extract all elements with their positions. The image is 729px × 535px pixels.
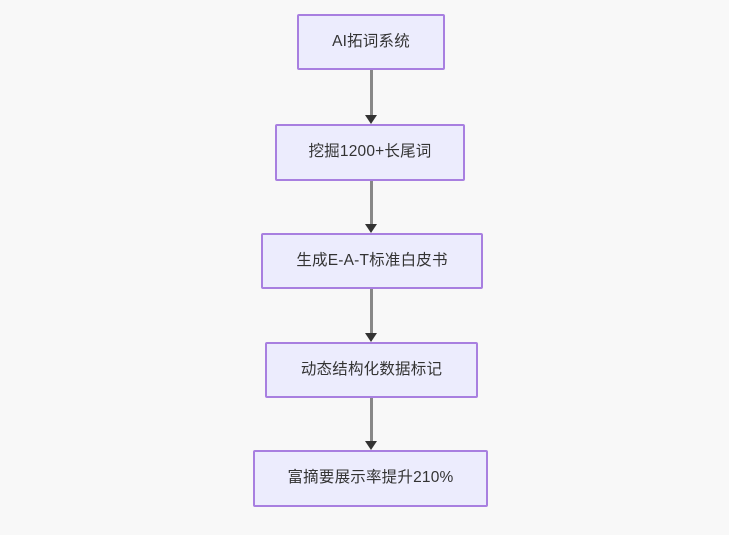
flow-node-label: 富摘要展示率提升210% (287, 469, 454, 487)
arrowhead-icon (365, 115, 377, 124)
flow-node-label: AI拓词系统 (332, 32, 410, 50)
edge-line (369, 70, 373, 115)
edge-line (369, 398, 373, 441)
arrowhead-icon (365, 441, 377, 450)
flow-node-label: 生成E-A-T标准白皮书 (296, 251, 448, 269)
flow-node-ai-keyword-system[interactable]: AI拓词系统 (297, 14, 445, 70)
flow-node-eat-whitepaper[interactable]: 生成E-A-T标准白皮书 (261, 233, 483, 289)
flow-node-structured-data-markup[interactable]: 动态结构化数据标记 (265, 342, 478, 398)
arrowhead-icon (365, 333, 377, 342)
edge-line (369, 289, 373, 333)
flow-node-label: 挖掘1200+长尾词 (308, 143, 432, 161)
flow-node-label: 动态结构化数据标记 (300, 360, 443, 378)
arrowhead-icon (365, 224, 377, 233)
edge-line (369, 181, 373, 224)
flow-node-rich-snippet-result[interactable]: 富摘要展示率提升210% (253, 450, 488, 507)
flow-node-longtail-mining[interactable]: 挖掘1200+长尾词 (275, 124, 465, 181)
